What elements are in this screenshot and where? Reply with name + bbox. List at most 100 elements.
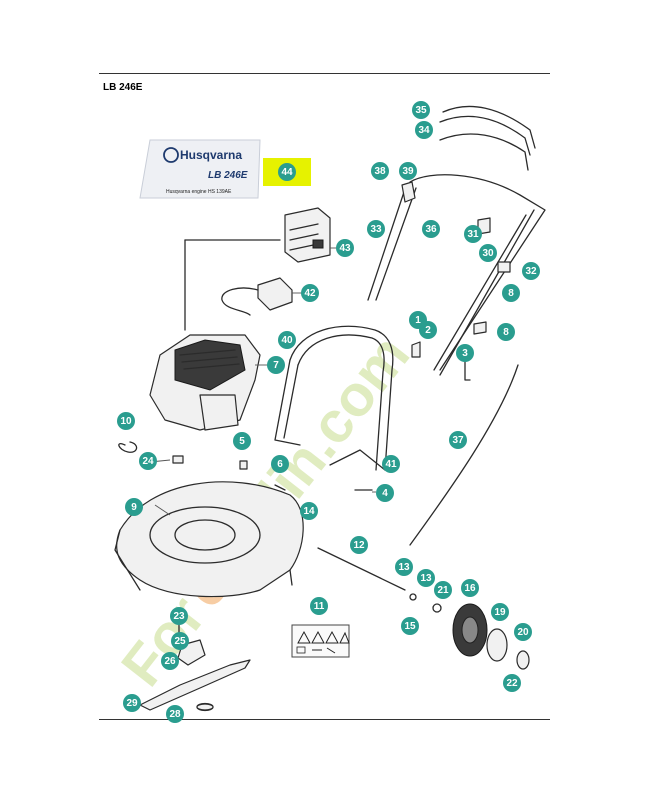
- label-engine: Husqvarna engine HS 139AE: [166, 189, 232, 195]
- callout-markers: 1234567889101112131314151619202122232425…: [117, 101, 540, 723]
- battery-pack: [284, 207, 331, 263]
- warning-triangle-icon: [297, 630, 311, 644]
- callout-number: 37: [452, 435, 464, 446]
- callout-circle: [417, 569, 435, 587]
- callout-circle: [412, 101, 430, 119]
- callout-number: 30: [482, 248, 494, 259]
- callout-number: 3: [462, 348, 468, 359]
- callout-circle: [401, 617, 419, 635]
- callout-circle: [278, 331, 296, 349]
- husqvarna-label-card: Husqvarna LB 246E Husqvarna engine HS 13…: [139, 139, 261, 199]
- warning-labels: [291, 624, 350, 658]
- callout-circle: [415, 121, 433, 139]
- page-frame: [99, 73, 550, 720]
- callout-circle: [449, 431, 467, 449]
- callout-circle: [310, 597, 328, 615]
- callout-number: 29: [126, 698, 138, 709]
- callout-circle: [456, 344, 474, 362]
- callout-number: 35: [415, 105, 427, 116]
- label-model: LB 246E: [208, 170, 248, 181]
- callout-number: 15: [404, 621, 416, 632]
- callout-circle: [503, 674, 521, 692]
- callout-number: 12: [353, 540, 365, 551]
- label-brand: Husqvarna: [180, 148, 242, 162]
- callout-circle: [301, 284, 319, 302]
- callout-circle: [419, 321, 437, 339]
- callout-circle: [170, 607, 188, 625]
- callout-number: 13: [398, 562, 410, 573]
- callout-circle: [395, 558, 413, 576]
- callout-circle: [350, 536, 368, 554]
- mower-deck: [114, 481, 304, 598]
- callout-circle: [117, 412, 135, 430]
- callout-circle: [123, 694, 141, 712]
- upper-handle: [367, 105, 546, 376]
- callout-circle: [514, 623, 532, 641]
- callout-circle: [422, 220, 440, 238]
- model-header: LB 246E: [103, 82, 143, 93]
- callout-number: 13: [420, 573, 432, 584]
- callout-circle: [300, 502, 318, 520]
- callout-circle: [139, 452, 157, 470]
- callout-number: 8: [508, 288, 514, 299]
- callout-number: 32: [525, 266, 537, 277]
- rear-axle: [317, 547, 406, 591]
- callout-circle: [434, 581, 452, 599]
- callout-number: 28: [169, 709, 181, 720]
- callout-number: 38: [374, 166, 386, 177]
- callout-circle: [161, 652, 179, 670]
- callout-number: 25: [174, 636, 186, 647]
- callout-number: 39: [402, 166, 414, 177]
- battery-charger: [221, 277, 293, 316]
- callout-number: 20: [517, 627, 529, 638]
- lower-handle: [274, 325, 394, 471]
- callout-number: 16: [464, 583, 476, 594]
- throttle-cable: [409, 364, 519, 546]
- callout-circle: [399, 162, 417, 180]
- callout-number: 33: [370, 224, 382, 235]
- callout-number: 10: [120, 416, 132, 427]
- callout-circle: [491, 603, 509, 621]
- rear-wheel: [452, 603, 488, 657]
- callout-circle: [171, 632, 189, 650]
- callout-number: 23: [173, 611, 185, 622]
- callout-number: 24: [142, 456, 154, 467]
- callout-circle: [376, 484, 394, 502]
- callout-circle: [522, 262, 540, 280]
- callout-circle: [461, 579, 479, 597]
- callout-number: 8: [503, 327, 509, 338]
- warning-triangle-icon: [311, 630, 325, 644]
- callout-number: 19: [494, 607, 506, 618]
- callout-circle: [267, 356, 285, 374]
- callout-number: 7: [273, 360, 279, 371]
- callout-number: 31: [467, 229, 479, 240]
- callout-number: 44: [281, 167, 293, 178]
- callout-circle: [367, 220, 385, 238]
- callout-circle: [371, 162, 389, 180]
- callout-circle: [278, 163, 296, 181]
- callout-number: 41: [385, 459, 397, 470]
- callout-circle: [271, 455, 289, 473]
- callout-number: 9: [131, 502, 137, 513]
- callout-number: 21: [437, 585, 449, 596]
- callout-circle: [502, 284, 520, 302]
- callout-number: 26: [164, 656, 176, 667]
- callout-circle: [125, 498, 143, 516]
- callout-circle: [233, 432, 251, 450]
- callout-number: 22: [506, 678, 518, 689]
- husqvarna-logo-icon: [163, 147, 179, 163]
- callout-number: 14: [303, 506, 315, 517]
- callout-number: 5: [239, 436, 245, 447]
- callout-number: 2: [425, 325, 431, 336]
- safety-symbol-icon: [312, 647, 336, 654]
- callout-number: 4: [382, 488, 388, 499]
- manual-icon: [296, 646, 306, 654]
- callout-circle: [479, 244, 497, 262]
- callout-number: 43: [339, 243, 351, 254]
- callout-number: 11: [314, 601, 325, 612]
- warning-triangle-icon: [339, 631, 350, 644]
- callout-circle: [382, 455, 400, 473]
- callout-circle: [464, 225, 482, 243]
- callout-circle: [166, 705, 184, 723]
